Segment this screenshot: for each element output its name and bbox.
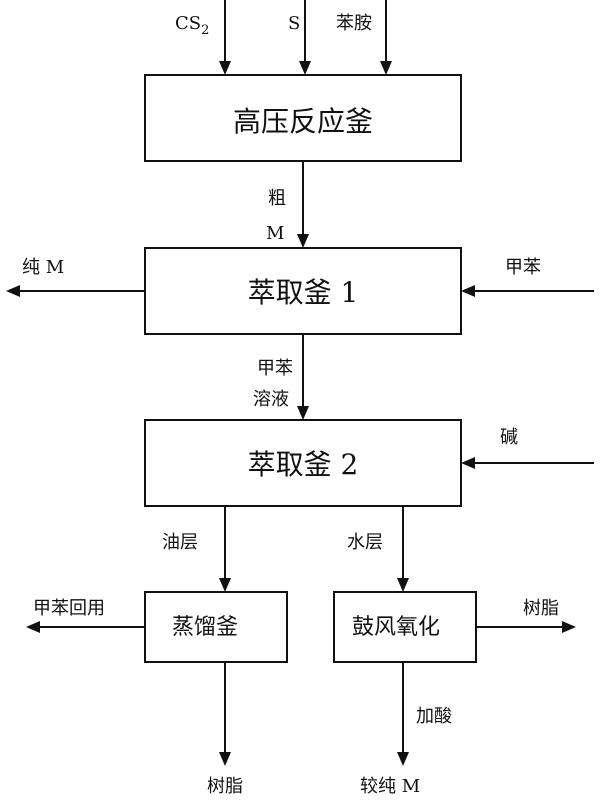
toluene-solution-arrowhead	[297, 406, 309, 420]
pure-m-arrowhead	[6, 285, 20, 297]
toluene-solution-label-line1: 甲苯	[257, 358, 293, 379]
pure-m-label: 纯 M	[22, 257, 64, 278]
add-acid-arrowhead	[397, 752, 409, 766]
extractor1-label: 萃取釜 1	[248, 276, 359, 309]
water-layer-label: 水层	[347, 532, 383, 553]
oil-layer-arrowhead	[219, 578, 231, 592]
cs2-label: CS2	[175, 13, 209, 38]
aniline-arrowhead	[380, 61, 392, 75]
crude-m-arrowhead	[297, 234, 309, 248]
oil-layer-label: 油层	[162, 532, 198, 553]
resin-bottom-arrowhead	[219, 752, 231, 766]
sulfur-label: S	[288, 13, 300, 34]
sulfur-arrowhead	[299, 61, 311, 75]
aniline-label: 苯胺	[336, 13, 372, 34]
alkali-arrowhead	[461, 457, 475, 469]
toluene-solution-label-line2: 溶液	[253, 389, 289, 410]
extractor1-box	[144, 247, 462, 335]
still-box	[144, 591, 288, 663]
resin-right-label: 树脂	[523, 598, 559, 619]
reactor-label: 高压反应釜	[233, 105, 373, 138]
still-label: 蒸馏釜	[172, 615, 238, 640]
toluene-recycle-label: 甲苯回用	[33, 598, 105, 619]
toluene-in-label: 甲苯	[505, 257, 541, 278]
alkali-label: 碱	[500, 427, 518, 448]
purer-m-label: 较纯 M	[360, 776, 420, 797]
reactor-box	[144, 74, 462, 162]
crude-m-label-line2: M	[266, 223, 284, 244]
toluene-recycle-arrowhead	[26, 621, 40, 633]
cs2-arrowhead	[219, 61, 231, 75]
oxidation-box	[333, 591, 477, 663]
water-layer-arrowhead	[397, 578, 409, 592]
oxidation-label: 鼓风氧化	[352, 615, 440, 640]
toluene-in-arrowhead	[461, 285, 475, 297]
add-acid-label: 加酸	[416, 706, 452, 727]
resin-bottom-label: 树脂	[207, 776, 243, 797]
extractor2-label: 萃取釜 2	[248, 448, 359, 481]
resin-right-arrowhead	[562, 621, 576, 633]
crude-m-label-line1: 粗	[268, 188, 286, 209]
